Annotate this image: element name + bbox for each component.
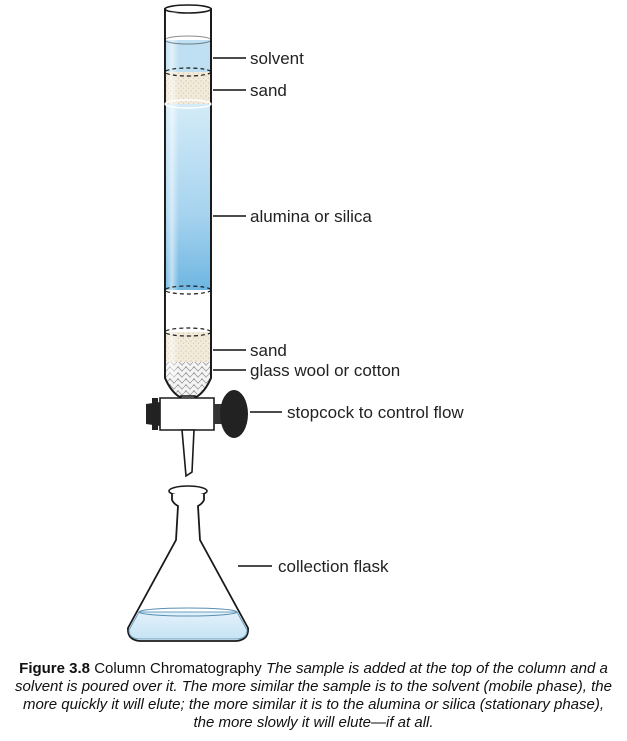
stopcock-knob [220, 390, 248, 438]
label-stopcock: stopcock to control flow [287, 403, 464, 422]
figure-caption: Figure 3.8 Column Chromatography The sam… [14, 660, 613, 732]
column-tube [164, 4, 212, 399]
figure-caption-text: The sample is added at the top of the co… [15, 660, 612, 731]
label-sand-top: sand [250, 81, 287, 100]
label-solvent: solvent [250, 49, 304, 68]
label-alumina: alumina or silica [250, 207, 372, 226]
label-collection-flask: collection flask [278, 557, 389, 576]
figure-number: Figure 3.8 [19, 660, 91, 677]
collection-flask [127, 485, 249, 642]
stopcock [146, 390, 248, 478]
flask-liquid [128, 611, 248, 640]
label-sand-bottom: sand [250, 341, 287, 360]
label-glass-wool: glass wool or cotton [250, 361, 400, 380]
chromatography-diagram: solvent sand alumina or silica sand glas… [127, 4, 464, 642]
leader-lines [213, 57, 282, 567]
figure-title: Column Chromatography [94, 660, 262, 677]
